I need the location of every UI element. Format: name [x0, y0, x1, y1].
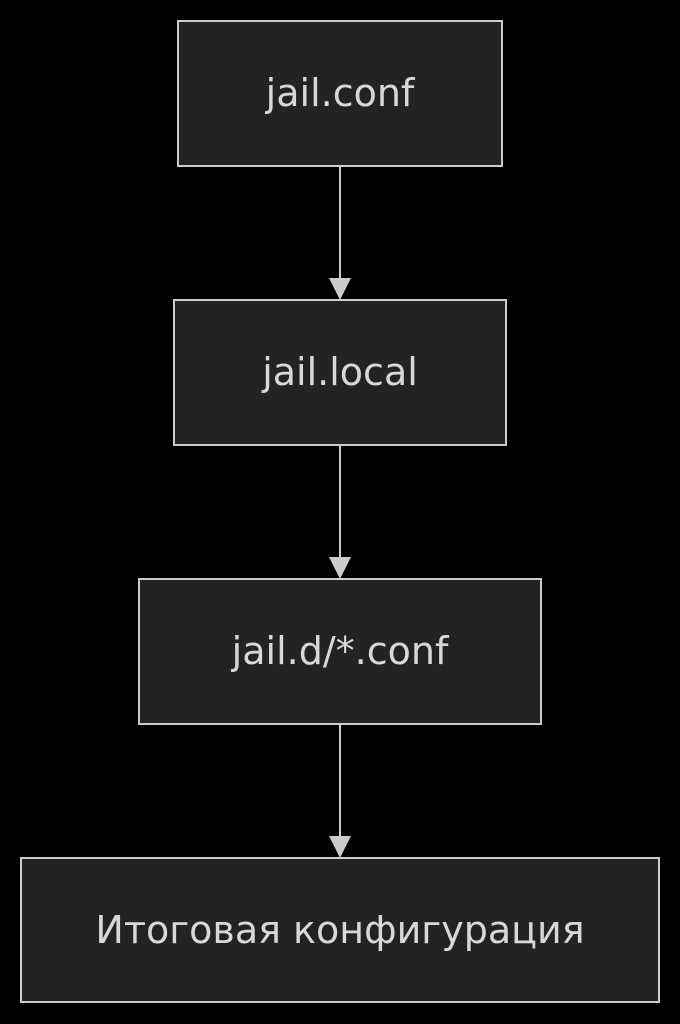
arrowhead-icon: [329, 557, 351, 579]
arrowhead-icon: [329, 278, 351, 300]
node-final-config[interactable]: Итоговая конфигурация: [20, 857, 660, 1003]
node-jail-local[interactable]: jail.local: [173, 299, 507, 446]
edge-jail-d-conf-to-final-config: [329, 724, 351, 858]
node-label-jail-conf: jail.conf: [265, 71, 416, 115]
arrowhead-icon: [329, 836, 351, 858]
node-label-jail-d-conf: jail.d/*.conf: [231, 629, 450, 673]
node-jail-conf[interactable]: jail.conf: [177, 20, 503, 167]
edge-jail-local-to-jail-d-conf: [329, 445, 351, 579]
edge-jail-conf-to-jail-local: [329, 166, 351, 300]
node-jail-d-conf[interactable]: jail.d/*.conf: [138, 578, 542, 725]
node-label-final-config: Итоговая конфигурация: [95, 908, 584, 952]
node-label-jail-local: jail.local: [261, 350, 418, 394]
